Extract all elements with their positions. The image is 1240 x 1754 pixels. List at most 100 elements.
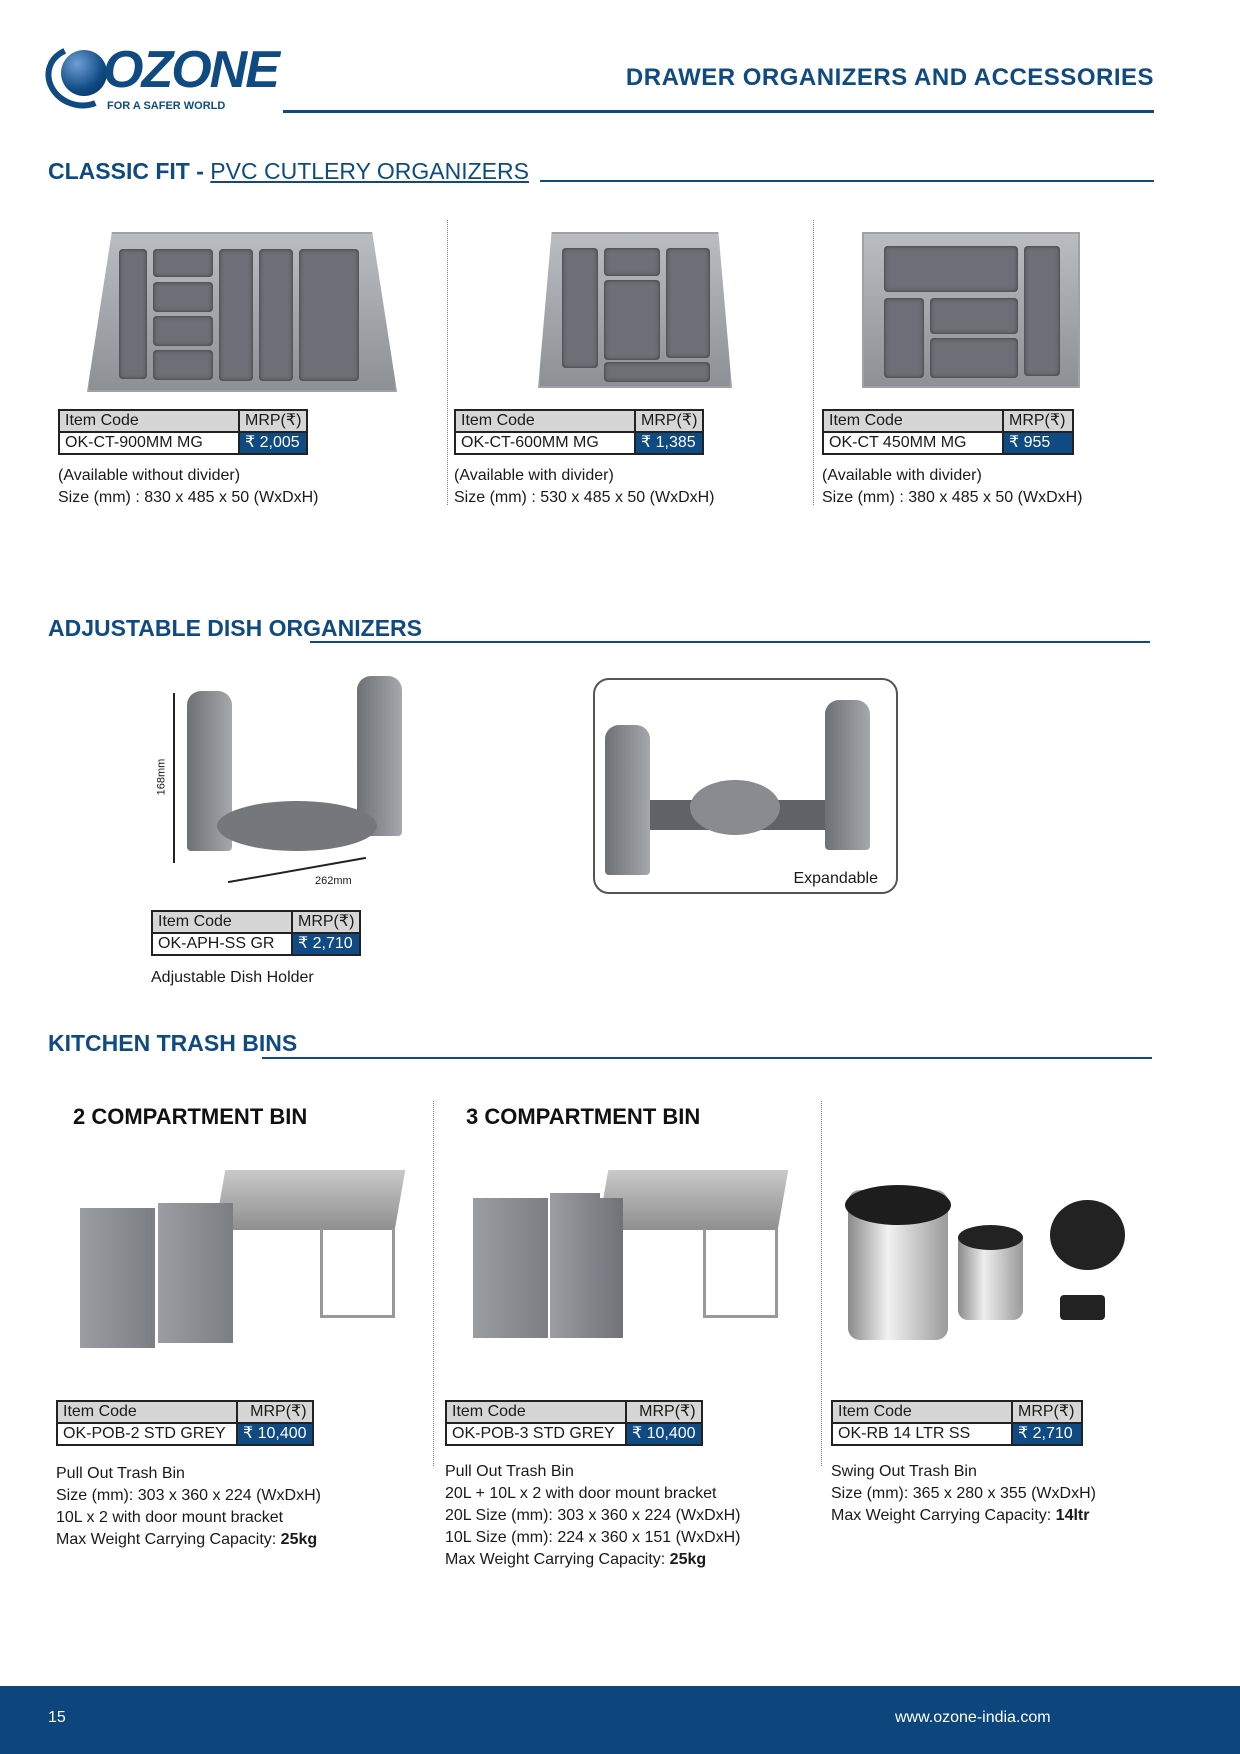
item-code-header: Item Code [56,1400,238,1424]
dish-holder-expanded-image: Expandable [593,678,898,894]
item-code: OK-POB-2 STD GREY [56,1422,238,1446]
item-code: OK-CT-900MM MG [58,431,240,455]
detail-line: Pull Out Trash Bin [56,1465,185,1482]
page-title: DRAWER ORGANIZERS AND ACCESSORIES [625,64,1154,91]
subtitle-2-compartment: 2 COMPARTMENT BIN [73,1104,308,1129]
capacity-label: Max Weight Carrying Capacity: [445,1551,670,1568]
product-note: (Available without divider) [58,467,241,484]
item-code-header: Item Code [445,1400,627,1424]
page-number: 15 [48,1709,66,1726]
cutlery-tray-600-image [538,232,732,388]
product-details: (Available without divider) Size (mm) : … [58,466,319,510]
capacity-label: Max Weight Carrying Capacity: [56,1531,281,1548]
mrp-header: MRP(₹) [1002,409,1074,433]
mrp-header: MRP(₹) [290,910,362,934]
website-link[interactable]: www.ozone-india.com [895,1709,1051,1726]
item-code-header: Item Code [58,409,240,433]
section-title-cutlery: CLASSIC FIT - PVC CUTLERY ORGANIZERS [48,158,529,184]
column-divider [813,220,814,505]
product-details: Pull Out Trash Bin Size (mm): 303 x 360 … [56,1464,321,1552]
price: ₹ 2,710 [290,932,362,956]
detail-line: Size (mm): 365 x 280 x 355 (WxDxH) [831,1485,1096,1502]
swing-bin-image [840,1180,1140,1360]
product-size: Size (mm) : 830 x 485 x 50 (WxDxH) [58,489,319,506]
width-dimension: 262mm [315,875,352,887]
price: ₹ 2,710 [1011,1422,1083,1446]
detail-line: 20L Size (mm): 303 x 360 x 224 (WxDxH) [445,1507,741,1524]
item-code-header: Item Code [831,1400,1013,1424]
detail-line: Swing Out Trash Bin [831,1463,977,1480]
height-dimension: 168mm [155,758,168,796]
cutlery-tray-900-image [87,232,397,392]
product-note: (Available with divider) [822,467,982,484]
logo-globe-icon [61,50,107,96]
footer: 15 www.ozone-india.com [0,1686,1240,1754]
product-details: Pull Out Trash Bin 20L + 10L x 2 with do… [445,1462,741,1572]
item-code-header: Item Code [454,409,636,433]
mrp-header: MRP(₹) [625,1400,703,1424]
price: ₹ 10,400 [625,1422,703,1446]
logo-text: OZONE [103,41,280,99]
product-details: Swing Out Trash Bin Size (mm): 365 x 280… [831,1462,1096,1528]
3-compartment-bin-image [458,1168,789,1358]
item-code: OK-APH-SS GR [151,932,293,956]
column-divider [433,1101,434,1466]
capacity-value: 14ltr [1055,1507,1090,1524]
capacity-line: Max Weight Carrying Capacity: 25kg [56,1530,321,1552]
capacity-line: Max Weight Carrying Capacity: 14ltr [831,1506,1096,1528]
detail-line: 10L Size (mm): 224 x 360 x 151 (WxDxH) [445,1529,741,1546]
expandable-label: Expandable [793,870,878,887]
header-rule [283,110,1154,113]
column-divider [821,1101,822,1466]
column-divider [447,220,448,505]
ozone-logo: OZONE FOR A SAFER WORLD [36,35,280,119]
product-note: (Available with divider) [454,467,614,484]
detail-line: Size (mm): 303 x 360 x 224 (WxDxH) [56,1487,321,1504]
section-rule [310,641,1150,643]
item-code: OK-RB 14 LTR SS [831,1422,1013,1446]
section-title-rest: PVC CUTLERY ORGANIZERS [210,158,529,184]
price: ₹ 2,005 [237,431,309,455]
detail-line: Pull Out Trash Bin [445,1463,574,1480]
mrp-header: MRP(₹) [237,409,309,433]
product-size: Size (mm) : 530 x 485 x 50 (WxDxH) [454,489,715,506]
subtitle-3-compartment: 3 COMPARTMENT BIN [466,1104,701,1129]
logo-tagline: FOR A SAFER WORLD [107,100,226,112]
detail-line: 10L x 2 with door mount bracket [56,1509,284,1526]
section-title-bold: CLASSIC FIT [48,158,190,184]
capacity-line: Max Weight Carrying Capacity: 25kg [445,1550,741,1572]
dish-holder-image: 168mm 262mm [155,671,417,896]
item-code: OK-CT 450MM MG [822,431,1004,455]
mrp-header: MRP(₹) [236,1400,314,1424]
price: ₹ 10,400 [236,1422,314,1446]
section-rule [262,1057,1152,1059]
product-details: (Available with divider) Size (mm) : 530… [454,466,715,510]
mrp-header: MRP(₹) [1011,1400,1083,1424]
section-title-dish: ADJUSTABLE DISH ORGANIZERS [48,615,422,641]
item-code: OK-POB-3 STD GREY [445,1422,627,1446]
product-size: Size (mm) : 380 x 485 x 50 (WxDxH) [822,489,1083,506]
capacity-value: 25kg [669,1551,707,1568]
detail-line: 20L + 10L x 2 with door mount bracket [445,1485,717,1502]
item-code-header: Item Code [151,910,293,934]
section-title-sep: - [189,158,211,184]
cutlery-tray-450-image [862,232,1080,388]
product-description: Adjustable Dish Holder [151,969,314,986]
capacity-value: 25kg [280,1531,318,1548]
product-details: (Available with divider) Size (mm) : 380… [822,466,1083,510]
item-code: OK-CT-600MM MG [454,431,636,455]
capacity-label: Max Weight Carrying Capacity: [831,1507,1056,1524]
mrp-header: MRP(₹) [633,409,705,433]
price: ₹ 1,385 [633,431,705,455]
item-code-header: Item Code [822,409,1004,433]
2-compartment-bin-image [70,1168,406,1358]
section-title-trash: KITCHEN TRASH BINS [48,1030,298,1056]
section-rule [540,180,1154,182]
